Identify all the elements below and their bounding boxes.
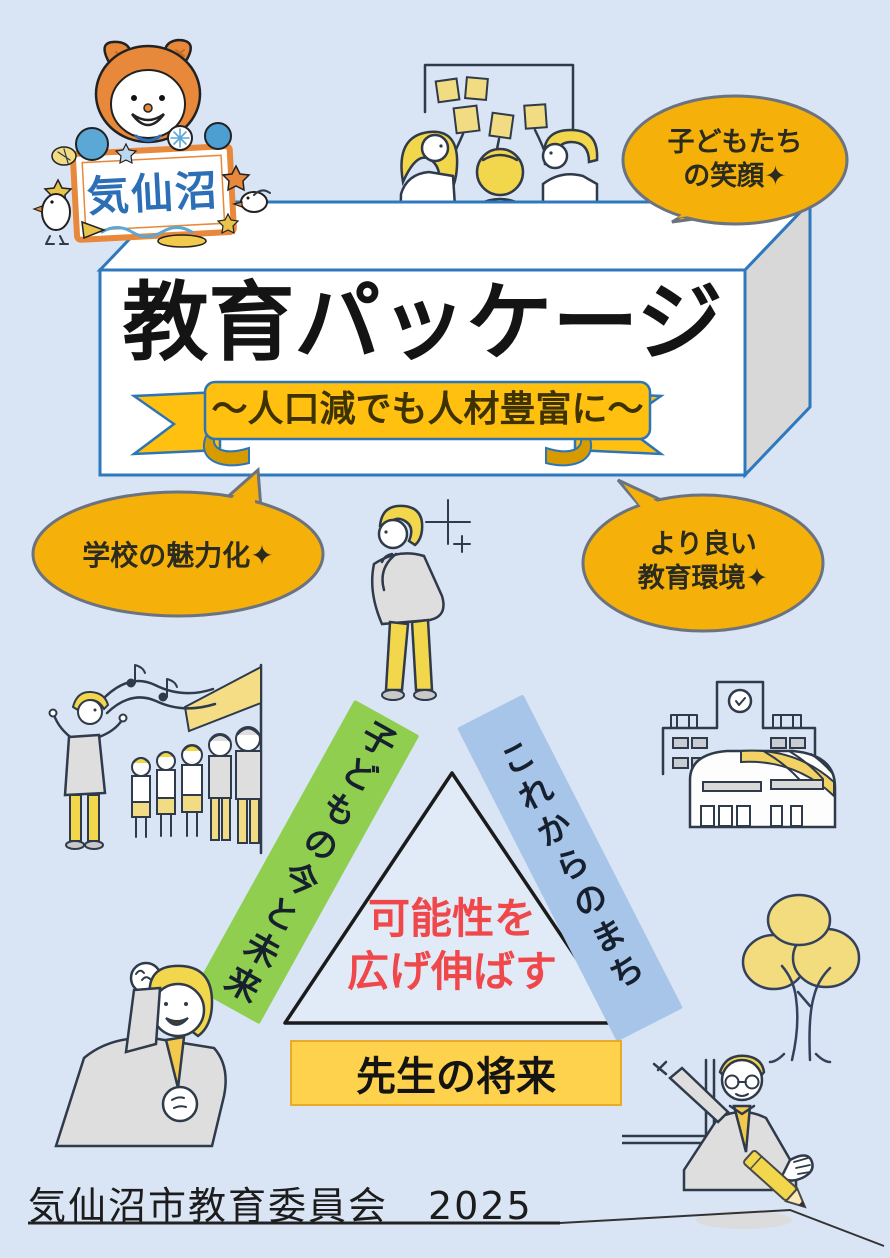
sticky-note-icon — [434, 76, 548, 140]
teacher-illustration — [622, 1054, 814, 1229]
cheering-person-illustration — [54, 961, 227, 1148]
clock-icon — [727, 688, 753, 714]
glasses-icon — [724, 1074, 760, 1090]
box-side-face — [743, 198, 812, 479]
music-note-icon — [126, 664, 178, 702]
seagull-icon — [32, 193, 71, 245]
box-top-face — [96, 200, 814, 272]
sparkle-icon — [425, 499, 471, 553]
thinking-person-illustration — [371, 499, 471, 701]
bubble-left-text: 学校の魅力化✦ — [82, 539, 274, 572]
footer-credit: 気仙沼市教育委員会 2025 — [28, 1184, 533, 1228]
triangle-center-text: 可能性を 広げ伸ばす — [346, 894, 557, 996]
tree-illustration — [741, 893, 861, 1064]
bubble-top-right-text: 子どもたち の笑顔✦ — [667, 127, 803, 192]
choir-illustration — [48, 663, 263, 855]
logo-sign-text: 気仙沼 — [86, 166, 220, 222]
school-illustration — [661, 680, 837, 829]
seagull-icon — [231, 189, 271, 213]
kesennuma-mascot-logo: 気仙沼 — [32, 38, 271, 248]
bubble-right-text: より良い 教育環境✦ — [637, 529, 769, 594]
poster-subtitle: 〜人口減でも人材豊富に〜 — [211, 389, 644, 430]
triangle-bottom-banner: 先生の将来 — [290, 1040, 622, 1106]
pencil-icon — [743, 1150, 807, 1209]
poster-title: 教育パッケージ — [122, 273, 723, 373]
triangle-bottom-banner-text: 先生の将来 — [356, 1054, 556, 1100]
